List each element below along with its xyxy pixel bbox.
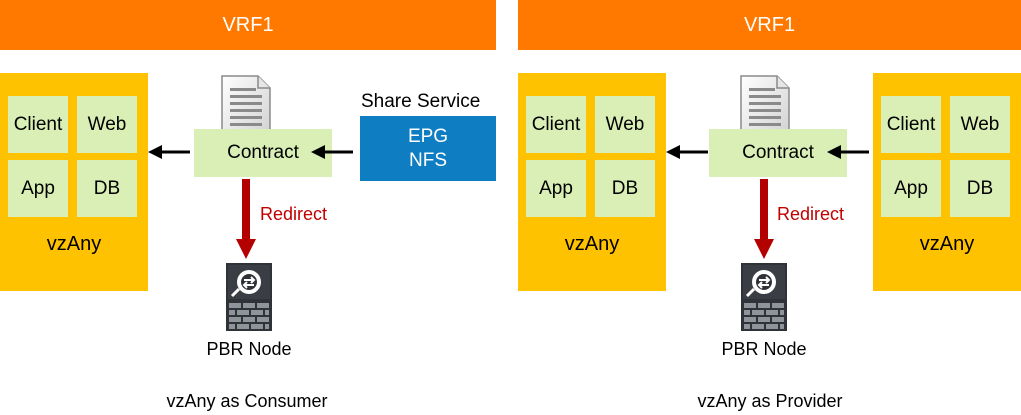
vrf-label: VRF1 xyxy=(743,13,796,36)
vzany-box-left: Client Web App DB vzAny xyxy=(518,73,666,291)
epg-app: App xyxy=(881,160,941,217)
firewall-icon xyxy=(226,263,272,331)
epg-web: Web xyxy=(77,96,137,153)
caption-provider: vzAny as Provider xyxy=(697,391,843,411)
epg-nfs-line1: EPG xyxy=(407,125,449,147)
left-panel: VRF1 Client Web App DB vzAny Contract xyxy=(0,0,500,415)
vzany-label: vzAny xyxy=(564,233,620,255)
vrf-bar: VRF1 xyxy=(0,0,496,50)
epg-client: Client xyxy=(881,96,941,153)
document-icon xyxy=(221,75,271,145)
right-panel: VRF1 Client Web App DB vzAny Contract xyxy=(518,0,1021,415)
epg-db: DB xyxy=(950,160,1010,217)
epg-db: DB xyxy=(595,160,655,217)
arrow-to-vzany xyxy=(148,145,190,159)
arrow-to-vzany-left xyxy=(666,145,708,159)
epg-app: App xyxy=(8,160,68,217)
epg-app: App xyxy=(526,160,586,217)
redirect-label: Redirect xyxy=(260,204,328,224)
epg-nfs-line2: NFS xyxy=(409,149,447,171)
epg-web: Web xyxy=(950,96,1010,153)
redirect-label: Redirect xyxy=(777,204,845,224)
redirect-arrow xyxy=(754,179,774,259)
epg-client: Client xyxy=(8,96,68,153)
firewall-icon xyxy=(741,263,787,331)
arrow-to-contract xyxy=(827,145,869,159)
arrow-to-contract xyxy=(311,145,353,159)
caption-consumer: vzAny as Consumer xyxy=(166,391,328,411)
vrf-label: VRF1 xyxy=(222,13,274,36)
epg-db: DB xyxy=(77,160,137,217)
vzany-label: vzAny xyxy=(919,233,975,255)
contract-box: Contract xyxy=(194,129,332,177)
vrf-bar: VRF1 xyxy=(518,0,1021,50)
vzany-label: vzAny xyxy=(46,233,102,255)
pbr-node-label: PBR Node xyxy=(721,339,807,359)
redirect-arrow xyxy=(236,179,256,259)
vzany-box-right: Client Web App DB vzAny xyxy=(873,73,1021,291)
share-service-title: Share Service xyxy=(361,91,481,112)
document-icon xyxy=(740,75,790,145)
contract-box: Contract xyxy=(709,129,847,177)
epg-client: Client xyxy=(526,96,586,153)
vzany-box: Client Web App DB vzAny xyxy=(0,73,148,291)
epg-nfs-box: EPG NFS xyxy=(360,116,496,181)
pbr-node-label: PBR Node xyxy=(206,339,292,359)
epg-web: Web xyxy=(595,96,655,153)
